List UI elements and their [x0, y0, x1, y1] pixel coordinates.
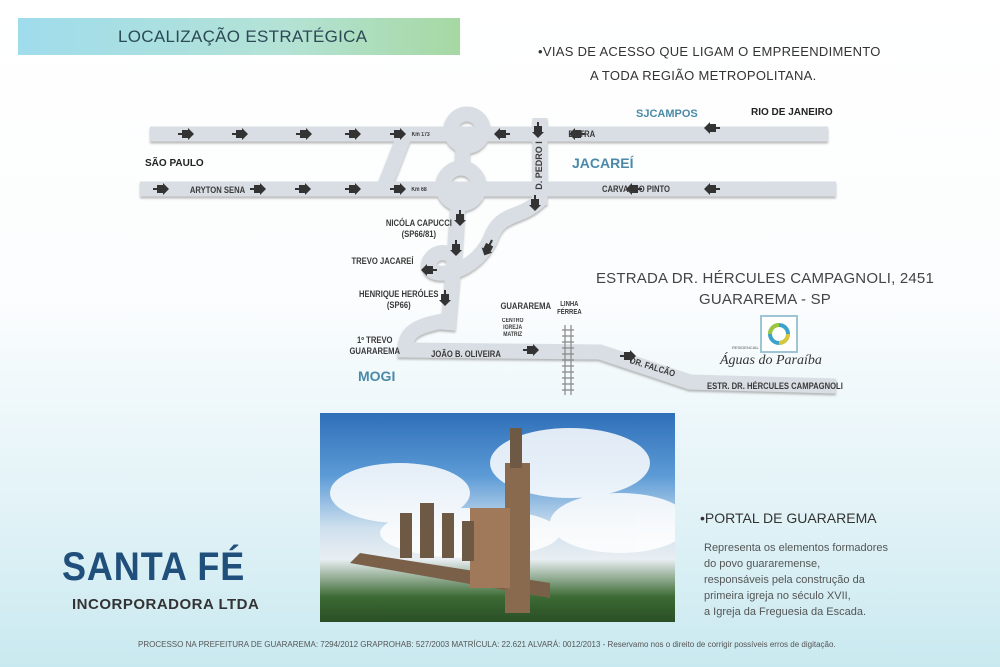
- city-jacarei: JACAREÍ: [572, 155, 634, 171]
- label-km68: Km 68: [411, 187, 427, 193]
- label-trevo1b: GUARAREMA: [349, 346, 401, 356]
- label-trevo-jacarei: TREVO JACAREÍ: [351, 256, 414, 266]
- road-map: [140, 106, 837, 395]
- section-banner: LOCALIZAÇÃO ESTRATÉGICA: [18, 18, 460, 55]
- intro-line: •VIAS DE ACESSO QUE LIGAM O EMPREENDIMEN…: [538, 44, 881, 59]
- label-nicola: NICÓLA CAPUCCI: [385, 218, 452, 228]
- railway: [562, 325, 574, 395]
- label-nicola-code: (SP66/81): [401, 229, 437, 239]
- portal-line: do povo guararemense,: [704, 558, 821, 570]
- portal-line: responsáveis pela construção da: [704, 574, 865, 586]
- development-name: Águas do Paraíba: [720, 353, 822, 368]
- label-estr-hercules: ESTR. DR. HÉRCULES CAMPAGNOLI: [706, 381, 843, 391]
- portal-line: primeira igreja no século XVII,: [704, 590, 851, 602]
- city-mogi: MOGI: [358, 368, 396, 384]
- portal-line: a Igreja da Freguesia da Escada.: [704, 606, 867, 618]
- label-ferrea: FÉRREA: [557, 309, 582, 316]
- label-dutra: DUTRA: [568, 129, 596, 139]
- label-centro: CENTRO: [501, 318, 524, 324]
- intro-line: A TODA REGIÃO METROPOLITANA.: [590, 68, 817, 83]
- label-carvalho-pinto: CARVALHO PINTO: [602, 184, 671, 194]
- section-title: LOCALIZAÇÃO ESTRATÉGICA: [118, 27, 368, 46]
- portal-title: •PORTAL DE GUARAREMA: [700, 510, 877, 526]
- development-logo-icon: [760, 315, 798, 353]
- footer-legal: PROCESSO NA PREFEITURA DE GUARAREMA: 729…: [138, 640, 836, 649]
- address-line: GUARAREMA - SP: [699, 291, 831, 308]
- intro-text: •VIAS DE ACESSO QUE LIGAM O EMPREENDIMEN…: [538, 40, 881, 88]
- label-dom-pedro: D. PEDRO I: [533, 141, 544, 190]
- label-henrique-code: (SP66): [386, 300, 411, 310]
- direction-arrows: [153, 122, 720, 362]
- label-aryton-sena: ARYTON SENA: [189, 185, 246, 195]
- label-guararema: GUARAREMA: [500, 301, 552, 311]
- brand-name: SANTA FÉ: [62, 545, 246, 589]
- city-sao-paulo: SÃO PAULO: [145, 158, 204, 169]
- label-henrique: HENRIQUE HERÓLES: [359, 289, 439, 299]
- label-trevo1: 1º TREVO: [356, 335, 393, 345]
- portal-description: Representa os elementos formadores do po…: [704, 540, 888, 620]
- portal-line: Representa os elementos formadores: [704, 542, 889, 554]
- road-connector: [378, 131, 412, 188]
- development-small-label: RESIDENCIAL: [732, 345, 759, 350]
- address-line: ESTRADA DR. HÉRCULES CAMPAGNOLI, 2451: [595, 270, 935, 287]
- label-joao-oliveira: JOÃO B. OLIVEIRA: [431, 349, 501, 359]
- city-sjcampos: SJCAMPOS: [636, 108, 698, 120]
- label-matriz: MATRIZ: [503, 332, 523, 338]
- city-rio: RIO DE JANEIRO: [751, 107, 833, 118]
- roundabout-km173: [443, 106, 491, 154]
- label-linha: LINHA: [560, 301, 579, 308]
- label-igreja: IGREJA: [503, 325, 523, 331]
- brand-subtitle: INCORPORADORA LTDA: [72, 596, 260, 613]
- label-km173: Km 173: [411, 132, 430, 138]
- trevo-jacarei: [421, 194, 546, 281]
- portal-photo: [320, 413, 675, 622]
